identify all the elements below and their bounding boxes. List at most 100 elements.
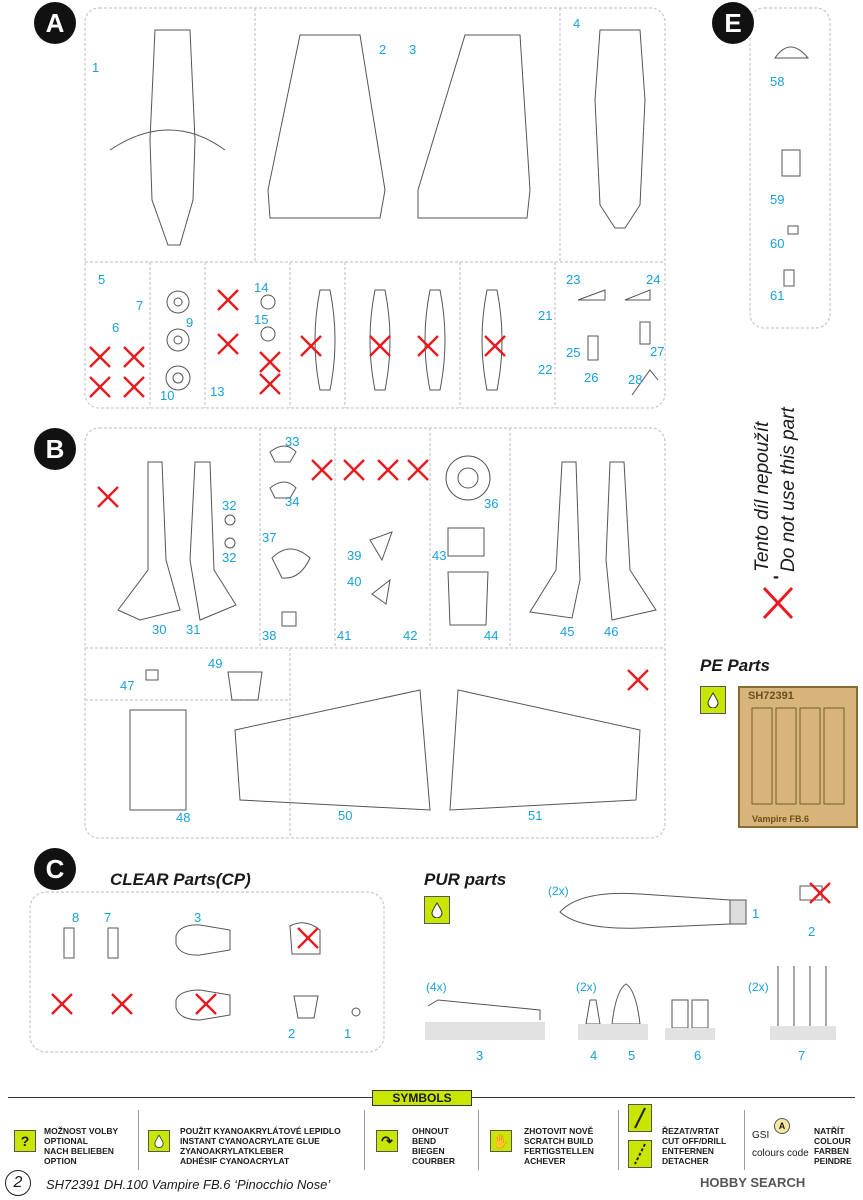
colour-sample-icon: A xyxy=(774,1118,790,1134)
part-number: 34 xyxy=(285,494,300,509)
part-number: 2 xyxy=(808,924,816,939)
part-number: 61 xyxy=(770,288,785,303)
symbol-separator xyxy=(744,1110,745,1170)
sprue-c-badge: C xyxy=(34,848,76,890)
bend-icon: ↷ xyxy=(376,1130,398,1152)
pur-parts-heading: PUR parts xyxy=(424,870,507,889)
part-number: 13 xyxy=(210,384,225,399)
part-number: 3 xyxy=(409,42,417,57)
pe-fret-name: Vampire FB.6 xyxy=(752,814,810,824)
part-number: 42 xyxy=(403,628,418,643)
part-number: 10 xyxy=(160,388,175,403)
drill-icon xyxy=(628,1140,652,1168)
sprue-e-badge: E xyxy=(712,2,754,44)
hand-icon: ✋ xyxy=(490,1130,512,1152)
symbol-separator xyxy=(364,1110,365,1170)
watermark: HOBBY SEARCH xyxy=(700,1175,806,1190)
part-number: 49 xyxy=(208,656,223,671)
pe-fret: SH72391 Vampire FB.6 xyxy=(738,686,858,828)
part-number: 3 xyxy=(194,910,202,925)
pe-parts-heading: PE Parts xyxy=(700,656,770,675)
part-number: 7 xyxy=(104,910,112,925)
part-number: 37 xyxy=(262,530,277,545)
symbol-separator xyxy=(138,1110,139,1170)
kit-title: SH72391 DH.100 Vampire FB.6 ‘Pinocchio N… xyxy=(46,1177,331,1192)
glue-drop-icon xyxy=(148,1130,170,1152)
symbol-separator xyxy=(618,1110,619,1170)
part-number: 45 xyxy=(560,624,575,639)
part-number: 30 xyxy=(152,622,167,637)
cut-icon xyxy=(628,1104,652,1132)
part-number: 31 xyxy=(186,622,201,637)
part-number: 59 xyxy=(770,192,785,207)
part-number: 9 xyxy=(186,315,194,330)
part-number: 33 xyxy=(285,434,300,449)
part-number: 41 xyxy=(337,628,352,643)
part-number: 7 xyxy=(136,298,144,313)
part-number: 40 xyxy=(347,574,362,589)
part-number: 60 xyxy=(770,236,785,251)
part-number: 3 xyxy=(476,1048,484,1063)
part-number: 47 xyxy=(120,678,135,693)
part-number: 32 xyxy=(222,498,237,513)
part-number: 46 xyxy=(604,624,619,639)
part-number: 22 xyxy=(538,362,553,377)
part-number: 28 xyxy=(628,372,643,387)
part-number: 6 xyxy=(112,320,120,335)
legend-en-text: Do not use this part xyxy=(778,407,799,572)
quantity-label: (2x) xyxy=(748,980,769,994)
legend-dash: - xyxy=(773,566,779,586)
part-number: 5 xyxy=(98,272,106,287)
part-number: 5 xyxy=(628,1048,636,1063)
clear-parts-heading: CLEAR Parts(CP) xyxy=(110,870,251,889)
part-number: 51 xyxy=(528,808,543,823)
sprue-a-badge: A xyxy=(34,2,76,44)
pe-fret-parts xyxy=(751,707,845,805)
part-number: 4 xyxy=(573,16,581,31)
part-number: 2 xyxy=(379,42,387,57)
quantity-label: (2x) xyxy=(576,980,597,994)
part-number: 2 xyxy=(288,1026,296,1041)
quantity-label: (4x) xyxy=(426,980,447,994)
part-number: 32 xyxy=(222,550,237,565)
glue-drop-icon xyxy=(700,686,726,714)
part-number: 36 xyxy=(484,496,499,511)
part-number: 24 xyxy=(646,272,661,287)
legend-cz-text: Tento díl nepoužít xyxy=(752,421,773,572)
page-number: 2 xyxy=(5,1170,31,1196)
part-number: 1 xyxy=(752,906,760,921)
part-number: 1 xyxy=(92,60,100,75)
part-number: 26 xyxy=(584,370,599,385)
part-number: 7 xyxy=(798,1048,806,1063)
quantity-label: (2x) xyxy=(548,884,569,898)
part-number: 21 xyxy=(538,308,553,323)
part-number: 50 xyxy=(338,808,353,823)
symbols-title: SYMBOLS xyxy=(372,1090,472,1106)
glue-drop-icon xyxy=(424,896,450,924)
gsi-label: GSI xyxy=(752,1130,770,1141)
part-number: 23 xyxy=(566,272,581,287)
sprue-b-badge: B xyxy=(34,428,76,470)
part-number: 8 xyxy=(72,910,80,925)
part-number: 43 xyxy=(432,548,447,563)
colours-code-label: colours code xyxy=(752,1148,809,1159)
symbol-separator xyxy=(478,1110,479,1170)
part-number: 27 xyxy=(650,344,665,359)
part-number: 1 xyxy=(344,1026,352,1041)
pe-fret-code: SH72391 xyxy=(748,690,794,702)
part-number: 48 xyxy=(176,810,191,825)
part-number: 44 xyxy=(484,628,499,643)
question-icon: ? xyxy=(14,1130,36,1152)
part-number: 58 xyxy=(770,74,785,89)
part-number: 39 xyxy=(347,548,362,563)
part-number: 25 xyxy=(566,345,581,360)
part-number: 15 xyxy=(254,312,269,327)
part-number: 4 xyxy=(590,1048,598,1063)
